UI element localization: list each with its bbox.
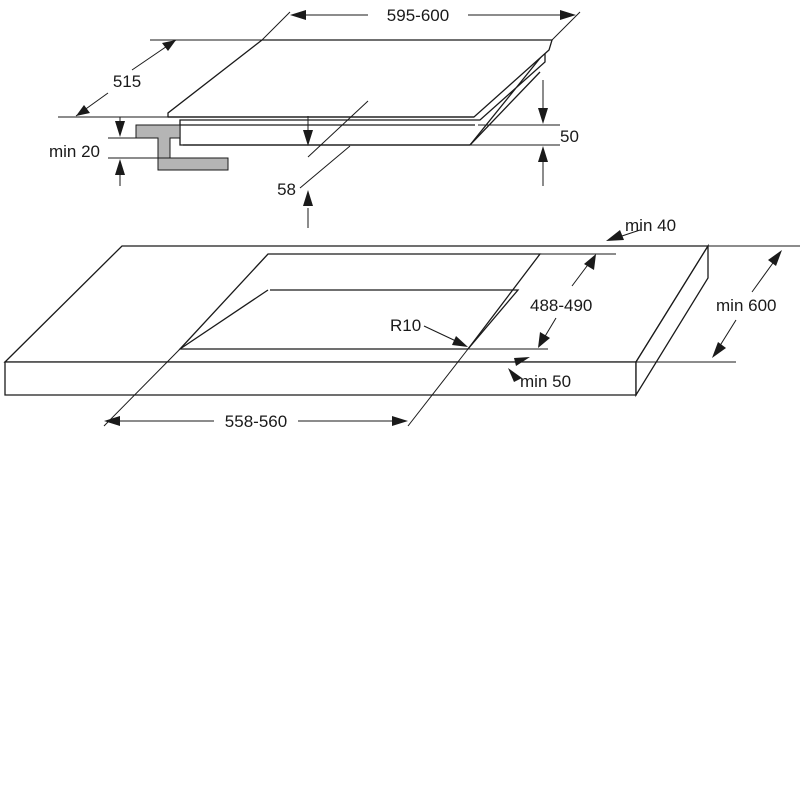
worktop-top-surface: [3, 245, 710, 363]
worktop-back-gap-label: min 40: [625, 216, 676, 235]
hob-height-dimension: 50: [470, 80, 579, 186]
worktop-side-face: [635, 243, 709, 398]
worktop-cutout-width-label: 558-560: [225, 412, 287, 431]
worktop-cutout-depth-label: 488-490: [530, 296, 592, 315]
hob-clearance-dimension: min 20: [49, 117, 170, 186]
worktop-cutout-inner-left: [179, 289, 269, 350]
hob-depth-label: 515: [113, 72, 141, 91]
hob-cutout-depth-dimension: 58: [277, 100, 369, 228]
hob-clearance-label: min 20: [49, 142, 100, 161]
hob-body-side: [469, 71, 541, 146]
hob-cutout-depth-label: 58: [277, 180, 296, 199]
hob-height-label: 50: [560, 127, 579, 146]
hob-glass-top: [167, 39, 553, 118]
worktop-drawing: [3, 243, 710, 398]
worktop-cutout-inner-edge: [270, 289, 520, 350]
worktop-depth-dimension: min 600: [636, 250, 782, 363]
hob-width-label: 595-600: [387, 6, 449, 25]
hob-width-dimension: 595-600: [261, 6, 581, 41]
worktop-radius-dimension: R10: [390, 316, 468, 347]
hob-depth-dimension: 515: [58, 39, 262, 118]
worktop-front-gap-dimension: min 50: [468, 348, 571, 391]
worktop-front-gap-label: min 50: [520, 372, 571, 391]
worktop-cutout-width-dimension: 558-560: [103, 348, 469, 431]
worktop-depth-label: min 600: [716, 296, 776, 315]
hob-drawing: [135, 39, 553, 171]
worktop-radius-label: R10: [390, 316, 421, 335]
mounting-bracket: [135, 124, 229, 171]
